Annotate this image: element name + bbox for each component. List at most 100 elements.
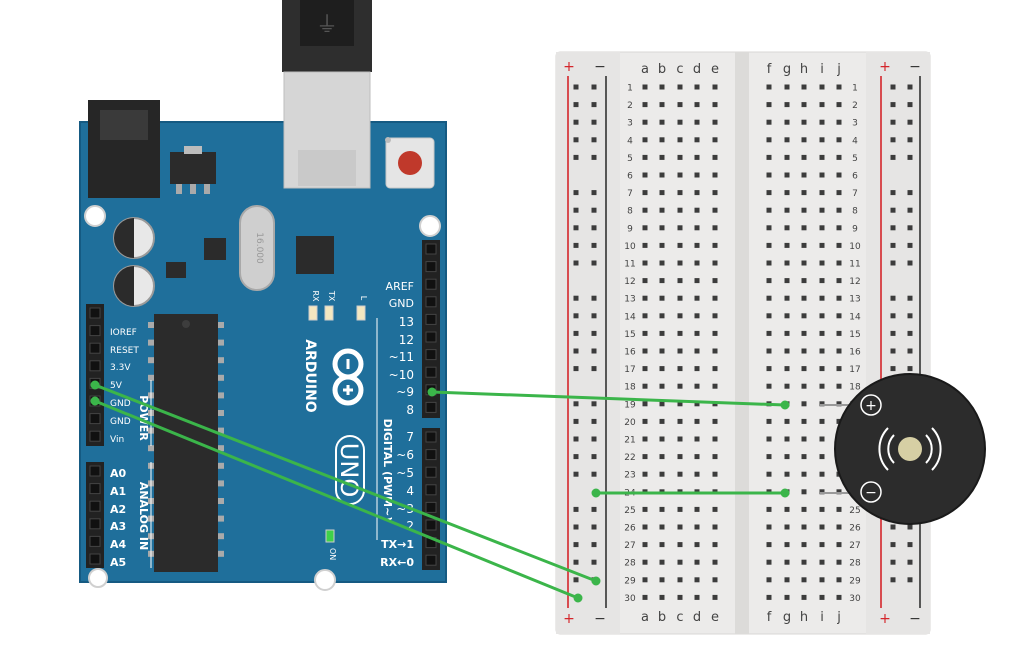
row-number: 8 xyxy=(852,207,858,217)
chip-pin xyxy=(218,515,224,522)
small-ic xyxy=(204,238,226,260)
analog-section-title: ANALOG IN xyxy=(137,482,150,550)
breadboard-hole xyxy=(659,172,665,178)
pin-label-gnd: GND xyxy=(110,399,131,409)
chip-pin xyxy=(218,550,224,557)
breadboard-hole xyxy=(659,524,665,530)
breadboard-hole xyxy=(766,366,772,372)
right-rail-minus-bottom: − xyxy=(909,611,921,627)
breadboard-hole xyxy=(712,383,718,389)
reset-screw xyxy=(385,137,391,143)
header-pin xyxy=(425,243,437,255)
breadboard-hole xyxy=(784,313,790,319)
rail-hole xyxy=(907,577,913,583)
chip-notch xyxy=(182,320,190,328)
header-pin xyxy=(425,366,437,378)
analog-header[interactable] xyxy=(86,462,104,568)
breadboard-hole xyxy=(784,577,790,583)
breadboard-hole xyxy=(642,577,648,583)
breadboard-hole xyxy=(694,102,700,108)
rail-hole xyxy=(591,225,597,231)
breadboard-hole xyxy=(659,102,665,108)
breadboard-hole xyxy=(766,137,772,143)
col-label-bottom: c xyxy=(676,610,683,625)
breadboard-hole xyxy=(819,471,825,477)
breadboard-hole xyxy=(819,436,825,442)
header-pin xyxy=(425,349,437,361)
piezo-buzzer[interactable]: + − xyxy=(820,373,986,525)
rail-hole xyxy=(907,524,913,530)
breadboard-hole xyxy=(694,471,700,477)
digital-header-low[interactable] xyxy=(422,428,440,570)
breadboard-hole xyxy=(677,278,683,284)
wire-endpoint xyxy=(591,576,601,586)
small-transistor xyxy=(166,262,186,278)
breadboard-hole xyxy=(801,436,807,442)
pin-label-a5: A5 xyxy=(110,556,126,569)
header-pin xyxy=(425,519,437,531)
breadboard-hole xyxy=(766,119,772,125)
header-pin xyxy=(425,313,437,325)
power-header[interactable] xyxy=(86,304,104,446)
header-pin xyxy=(89,535,101,547)
rail-hole xyxy=(591,401,597,407)
wire-pin9-to-buzzer-positive[interactable] xyxy=(430,390,787,407)
row-number: 15 xyxy=(624,330,635,340)
breadboard-hole xyxy=(766,260,772,266)
wire-5v-to-rail[interactable] xyxy=(93,383,598,583)
breadboard-hole xyxy=(694,383,700,389)
wire-gnd-to-rail[interactable] xyxy=(93,399,580,600)
row-number: 16 xyxy=(624,348,636,358)
arduino-uno-board[interactable]: ⏚ 16.000 xyxy=(79,0,447,591)
row-number: 16 xyxy=(849,348,861,358)
breadboard-hole xyxy=(801,84,807,90)
chip-pin xyxy=(218,410,224,416)
reset-button-cap[interactable] xyxy=(398,151,422,175)
breadboard-hole xyxy=(819,524,825,530)
breadboard-hole xyxy=(712,506,718,512)
breadboard-hole xyxy=(642,506,648,512)
breadboard-hole xyxy=(836,366,842,372)
breadboard-hole xyxy=(712,260,718,266)
wires[interactable] xyxy=(90,380,790,603)
breadboard-hole xyxy=(801,471,807,477)
breadboard-hole xyxy=(766,594,772,600)
row-number: 18 xyxy=(624,383,636,393)
breadboard-hole xyxy=(836,207,842,213)
rail-hole xyxy=(890,242,896,248)
breadboard[interactable]: + − + − + − + − a b c d e f g h i j a b … xyxy=(555,51,931,635)
header-pin xyxy=(425,431,437,443)
col-label-top: c xyxy=(676,62,683,77)
breadboard-hole xyxy=(694,330,700,336)
mounting-hole xyxy=(84,205,106,227)
breadboard-hole xyxy=(836,278,842,284)
pin-label-3v3: 3.3V xyxy=(110,363,131,373)
breadboard-hole xyxy=(694,225,700,231)
breadboard-hole xyxy=(836,154,842,160)
chip-pin xyxy=(218,533,224,540)
rail-hole xyxy=(573,454,579,460)
breadboard-hole xyxy=(766,84,772,90)
breadboard-hole xyxy=(712,454,718,460)
rail-hole xyxy=(890,577,896,583)
breadboard-hole xyxy=(801,154,807,160)
breadboard-hole xyxy=(801,278,807,284)
power-pin-labels: IOREF RESET 3.3V 5V GND GND Vin POWER xyxy=(110,328,152,446)
pin-label-rx0: RX←0 xyxy=(380,556,414,569)
pin-label-7: 7 xyxy=(406,430,414,444)
voltage-regulator xyxy=(170,152,216,184)
breadboard-hole xyxy=(801,506,807,512)
rail-hole xyxy=(890,542,896,548)
rail-hole xyxy=(573,366,579,372)
breadboard-hole xyxy=(712,278,718,284)
breadboard-hole xyxy=(694,207,700,213)
breadboard-hole xyxy=(784,559,790,565)
breadboard-hole xyxy=(766,190,772,196)
breadboard-hole xyxy=(712,242,718,248)
row-number: 6 xyxy=(852,172,858,182)
buzzer-center xyxy=(898,437,922,461)
regulator-pin xyxy=(190,184,196,194)
rail-hole xyxy=(591,454,597,460)
row-number: 4 xyxy=(627,136,633,146)
breadboard-hole xyxy=(836,313,842,319)
